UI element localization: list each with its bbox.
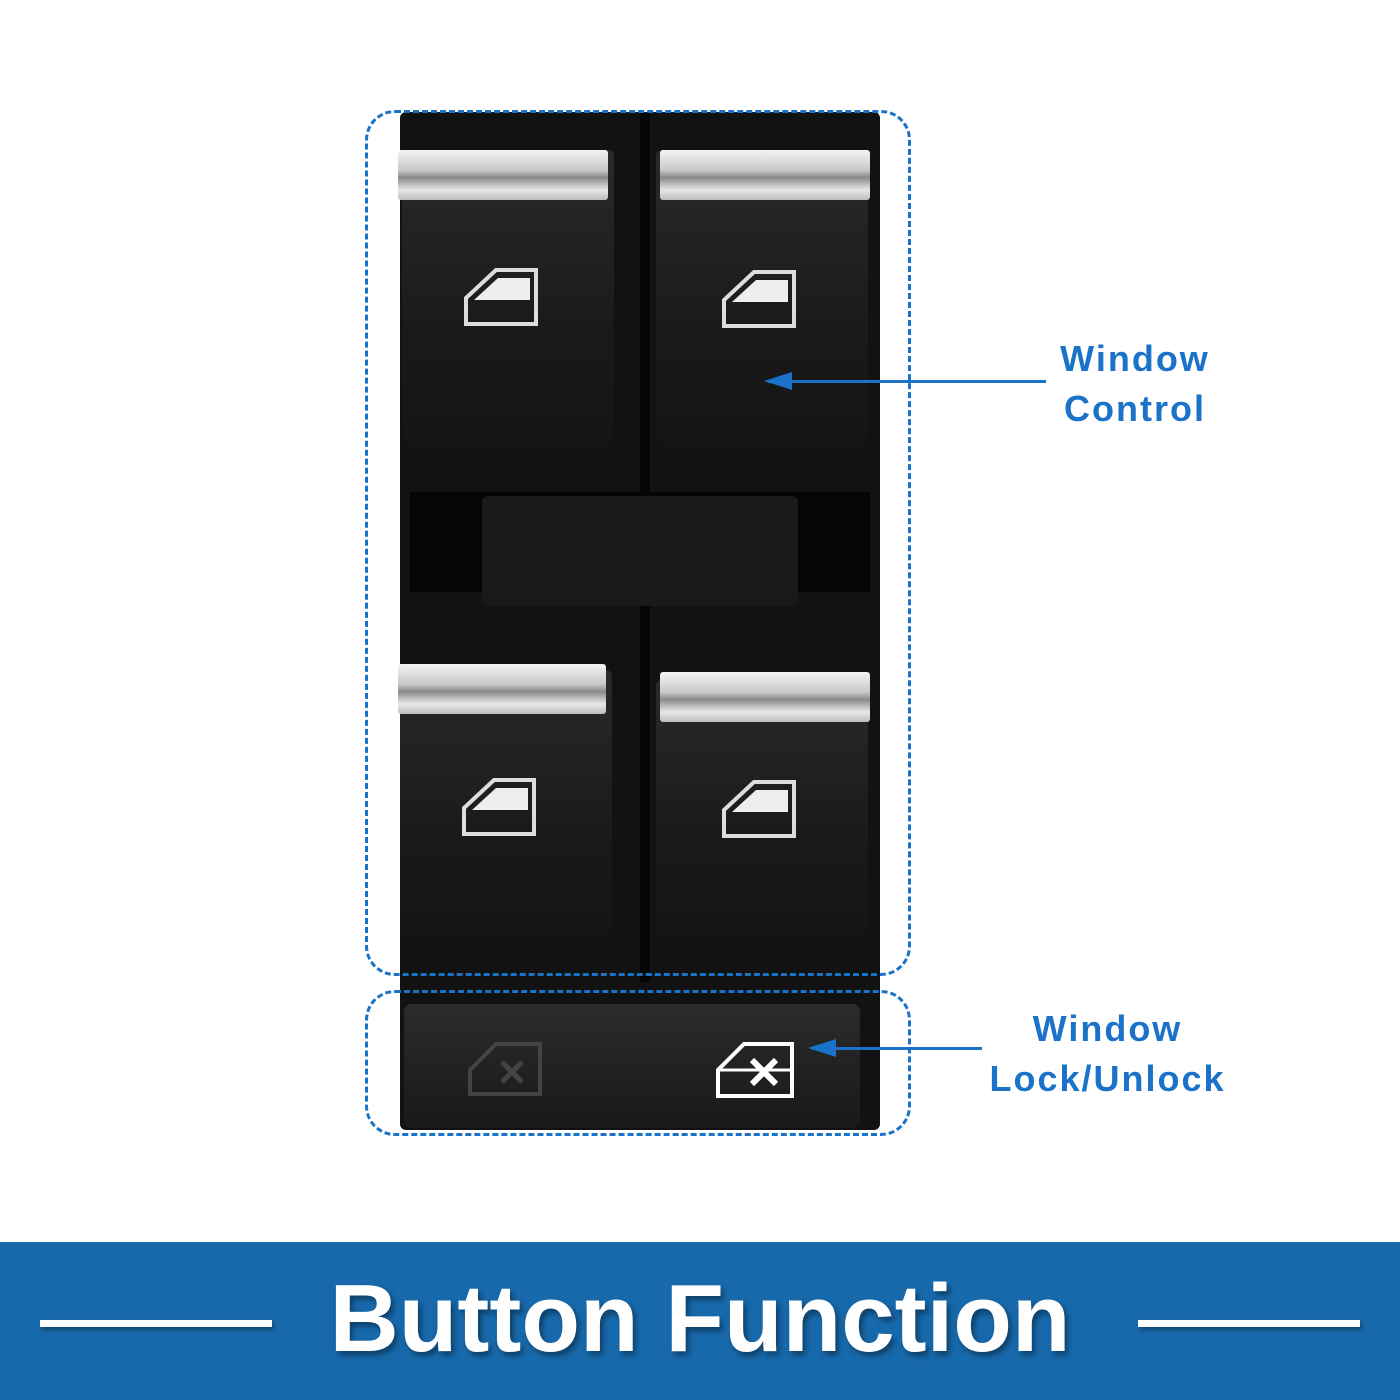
banner-rule-left — [40, 1320, 272, 1327]
chrome-trim — [398, 664, 606, 714]
label-line: Window — [1032, 1008, 1183, 1049]
window-control-label: Window Control — [1040, 334, 1230, 434]
window-door-icon — [462, 778, 536, 836]
window-lock-button[interactable] — [404, 1004, 860, 1128]
window-door-icon — [722, 780, 796, 838]
label-line: Window — [1060, 338, 1210, 379]
window-door-icon — [464, 268, 538, 326]
label-line: Lock/Unlock — [989, 1058, 1226, 1099]
window-lock-icon — [468, 1042, 542, 1096]
banner-rule-right — [1138, 1320, 1360, 1327]
window-lock-icon — [716, 1042, 794, 1098]
label-line: Control — [1064, 388, 1206, 429]
window-door-icon — [722, 270, 796, 328]
banner-title: Button Function — [329, 1265, 1071, 1372]
center-blank-plate — [482, 496, 798, 606]
chrome-trim — [398, 150, 608, 200]
title-banner: Button Function — [0, 1242, 1400, 1400]
window-lock-highlight — [365, 990, 911, 1136]
chrome-trim — [660, 672, 870, 722]
window-lock-arrow — [808, 1039, 982, 1057]
chrome-trim — [660, 150, 870, 200]
window-control-arrow — [764, 372, 1046, 390]
window-lock-label: Window Lock/Unlock — [975, 1004, 1240, 1104]
window-control-highlight — [365, 110, 911, 976]
